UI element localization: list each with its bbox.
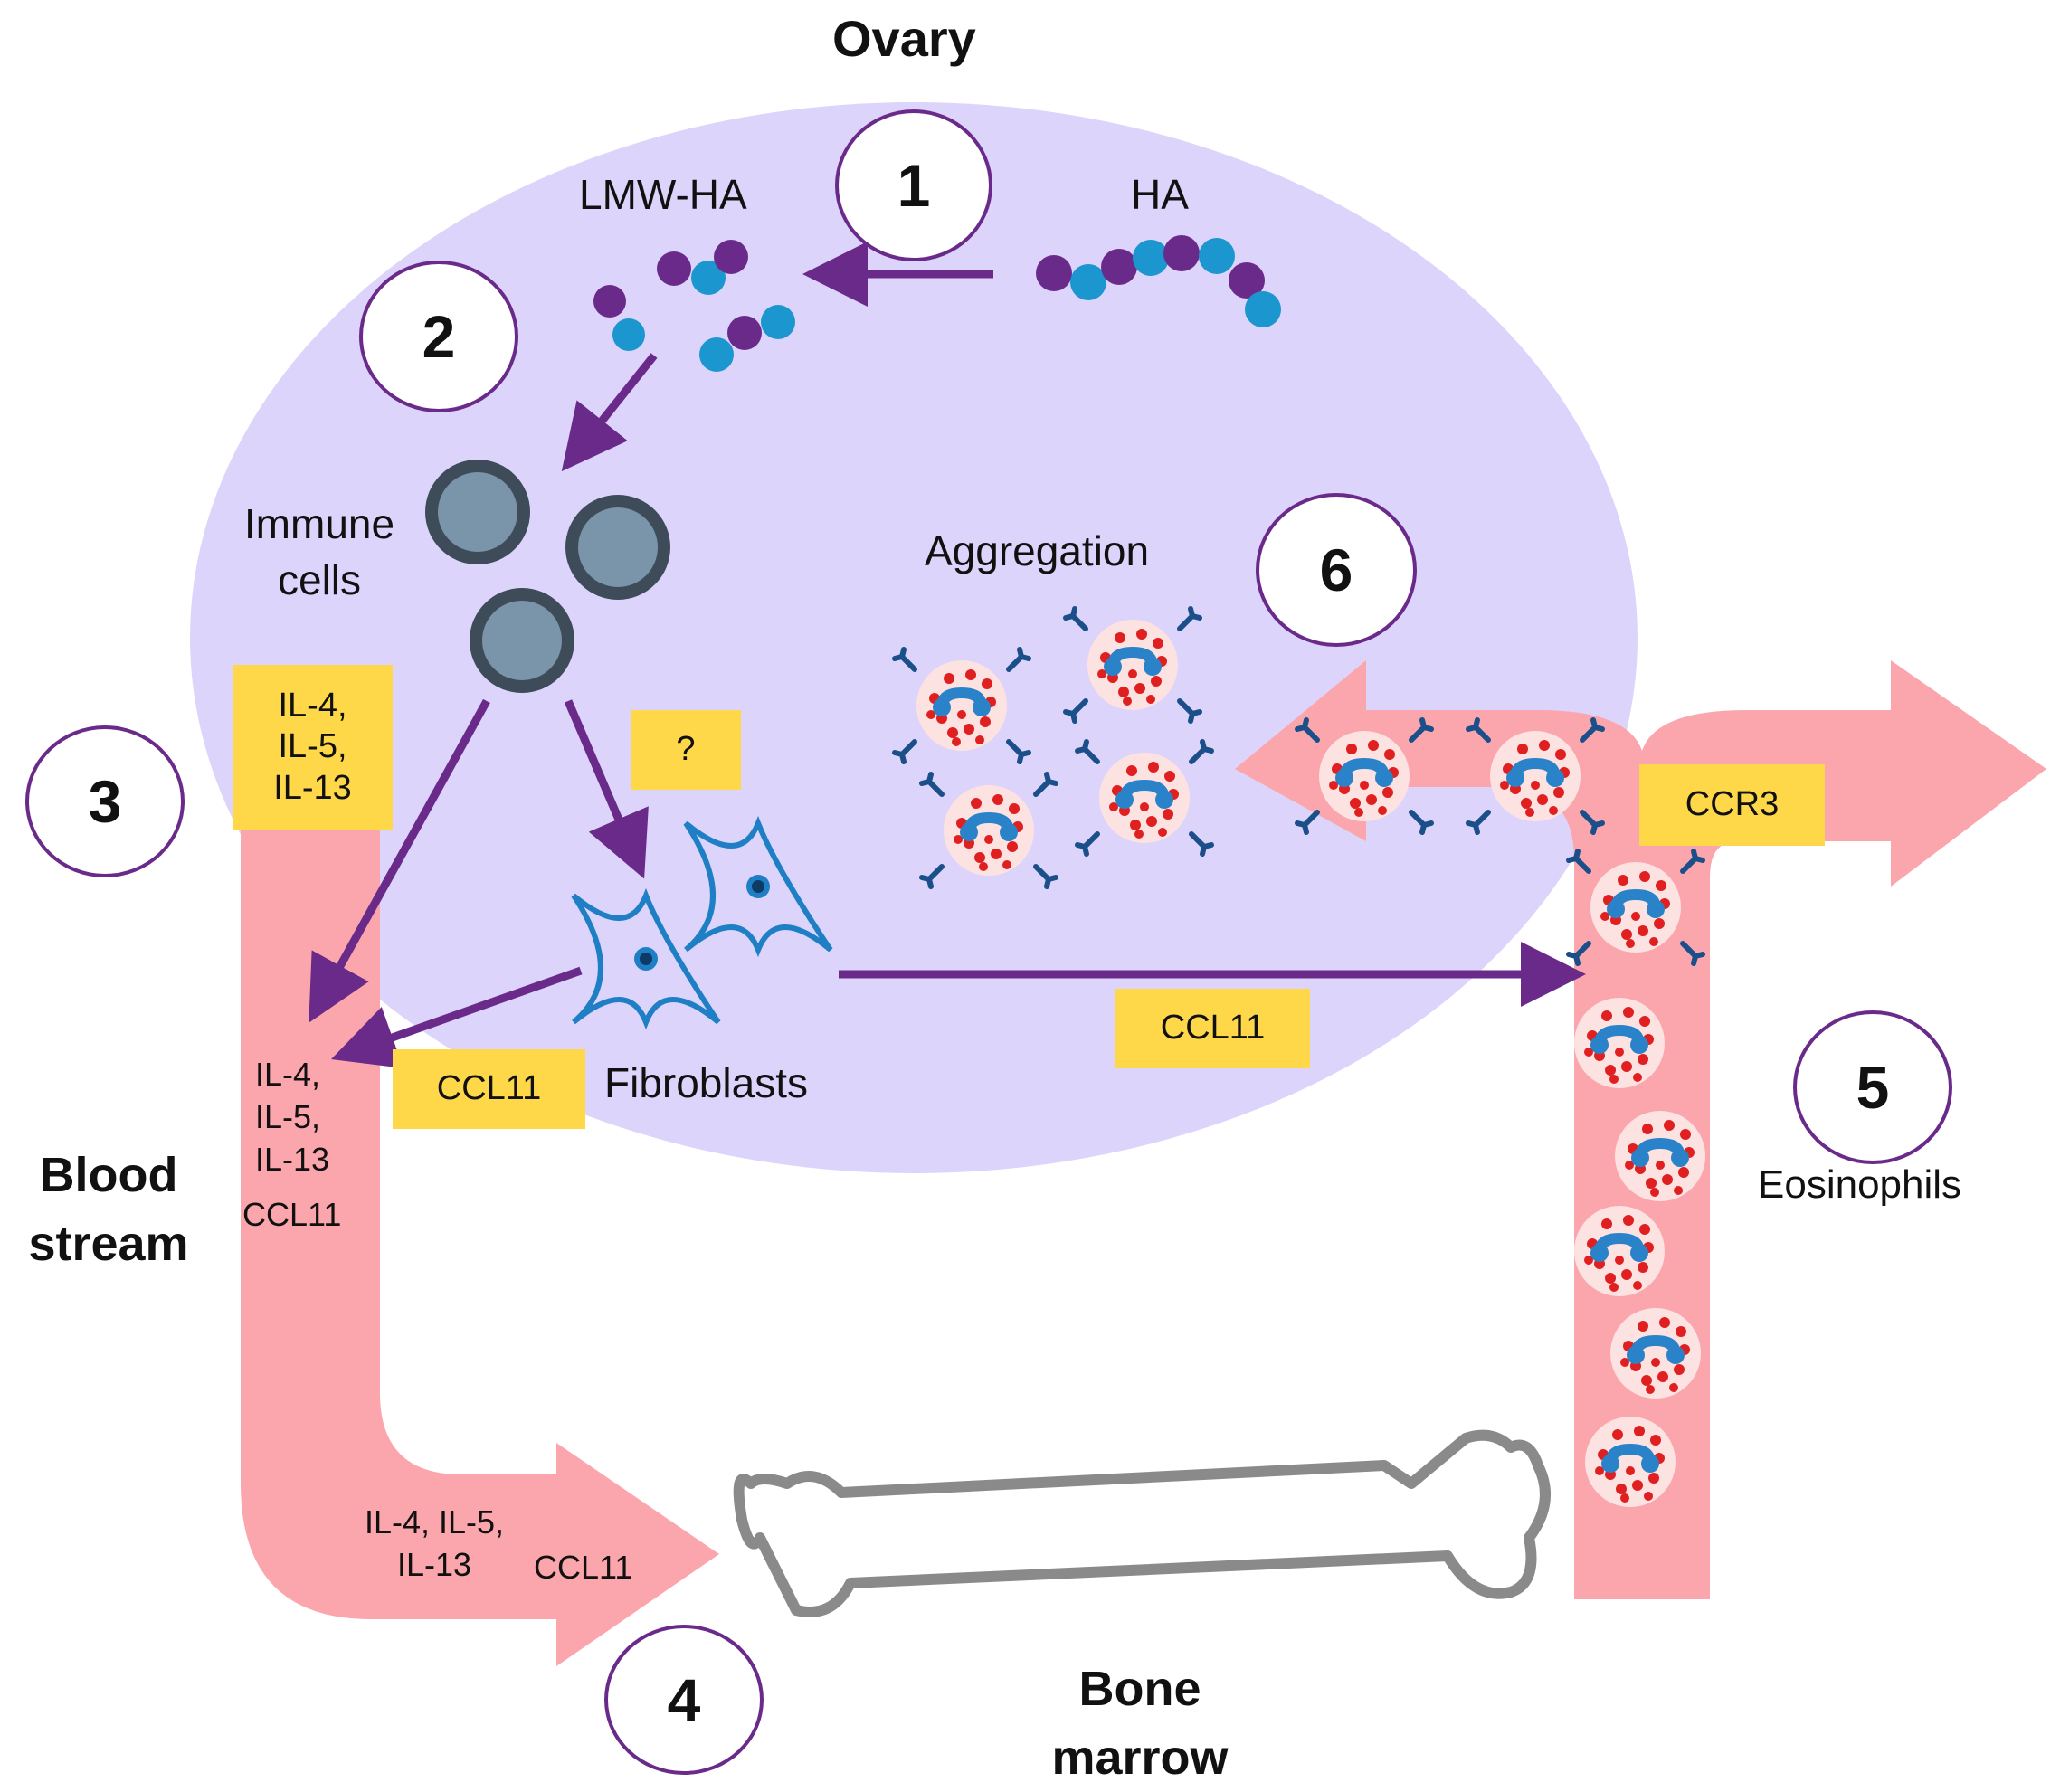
lmw-ha-fragment-icon [593,240,795,372]
ccr3-box: CCR3 [1639,764,1825,846]
blood-ccl11-text: CCL11 [242,1196,342,1233]
bone-icon [733,1429,1551,1617]
label-lmw-ha: LMW-HA [579,171,747,218]
label-fibroblasts: Fibroblasts [604,1059,808,1106]
marrow-ccl11-text: CCL11 [534,1549,633,1586]
diagram-title: Ovary [832,10,976,67]
step-3: 3 [25,725,185,877]
ha-chain-icon [1036,235,1281,327]
ccl11-fibroblast-box: CCL11 [393,1049,585,1129]
label-bone-marrow: Bone marrow [1051,1662,1229,1785]
step-4: 4 [604,1625,764,1775]
marrow-cytokines-text: IL-4, IL-5, IL-13 [364,1503,505,1583]
pathway-arrows [309,242,1586,1068]
step-1: 1 [835,109,992,261]
cytokine-box: IL-4, IL-5, IL-13 [233,665,393,830]
arrow-immune-to-blood [309,698,490,1023]
step-2: 2 [359,261,518,412]
unknown-factor-box: ? [631,710,741,790]
ovary-ellipse [190,102,1638,1173]
label-blood-stream: Blood stream [28,1148,189,1271]
arrow-fibroblast-to-blood [331,966,583,1068]
step-5: 5 [1793,1010,1952,1164]
label-eosinophils: Eosinophils [1758,1162,1962,1207]
arrow-lmw-to-immune [561,353,658,472]
ccl11-path-box: CCL11 [1115,989,1310,1068]
step-6: 6 [1256,493,1417,647]
label-aggregation: Aggregation [925,527,1150,574]
label-ha: HA [1131,171,1189,218]
blood-cytokines-text: IL-4, IL-5, IL-13 [255,1056,330,1178]
label-immune-cells: Immune cells [243,500,395,604]
arrow-immune-to-fibroblast [564,699,649,879]
